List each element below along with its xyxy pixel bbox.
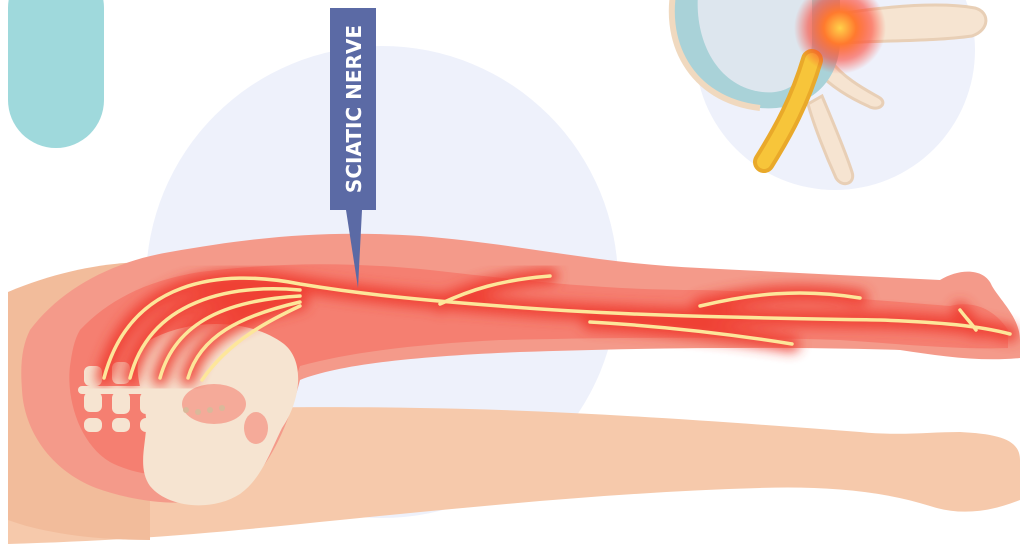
label-text: SCIATIC NERVE: [342, 25, 366, 193]
teal-pill-decoration: [8, 0, 104, 148]
